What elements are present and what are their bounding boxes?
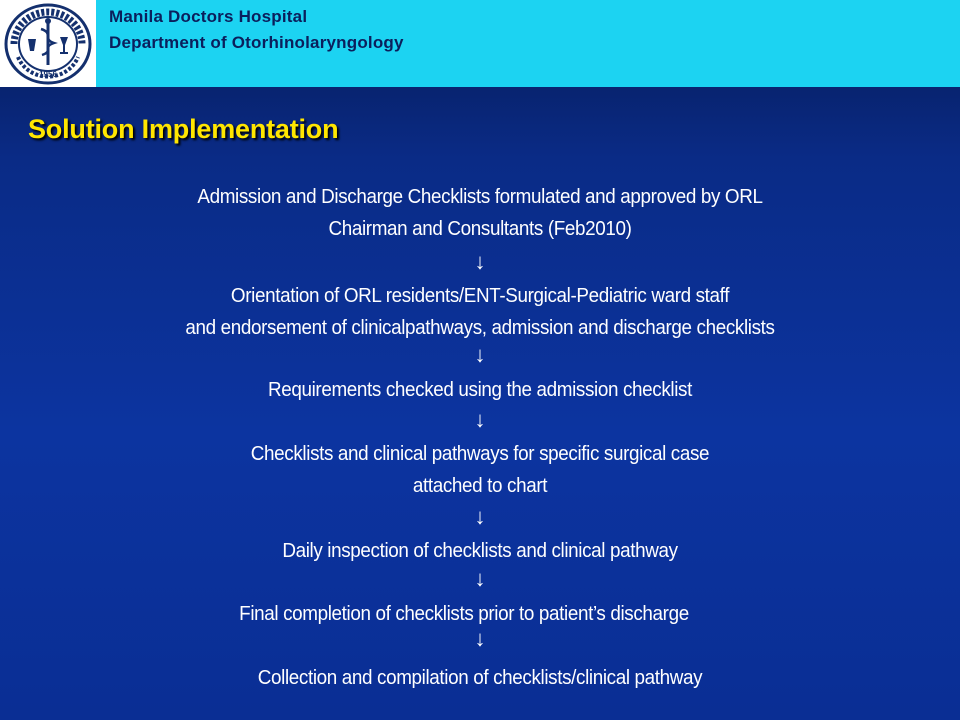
flow-step-5: Daily inspection of checklists and clini… <box>282 539 678 562</box>
flow-step-6: Final completion of checklists prior to … <box>239 602 689 625</box>
down-arrow-icon: ↓ <box>474 566 486 591</box>
flow-step-4-line-1: Checklists and clinical pathways for spe… <box>250 442 710 465</box>
flow-step-1-line-1: Admission and Discharge Checklists formu… <box>197 185 763 208</box>
slide-title: Solution Implementation <box>28 114 339 144</box>
down-arrow-icon: ↓ <box>474 504 486 529</box>
flow-step-4-line-2: attached to chart <box>412 474 548 497</box>
down-arrow-icon: ↓ <box>474 342 486 367</box>
department-name: Department of Otorhinolaryngology <box>109 33 404 52</box>
down-arrow-icon: ↓ <box>474 407 486 432</box>
hospital-seal-icon: 1956 <box>4 3 92 85</box>
flow-step-3: Requirements checked using the admission… <box>267 378 692 401</box>
flow-step-1-line-2: Chairman and Consultants (Feb2010) <box>328 217 632 240</box>
flow-step-2-line-1: Orientation of ORL residents/ENT-Surgica… <box>230 284 730 307</box>
hospital-logo: 1956 <box>0 0 96 87</box>
flow-step-2-line-2: and endorsement of clinicalpathways, adm… <box>185 316 775 339</box>
down-arrow-icon: ↓ <box>474 249 486 274</box>
hospital-name: Manila Doctors Hospital <box>109 7 308 26</box>
flow-step-7: Collection and compilation of checklists… <box>257 666 703 689</box>
down-arrow-icon: ↓ <box>474 626 486 651</box>
logo-year: 1956 <box>39 70 57 79</box>
header-bar: 1956 Manila Doctors Hospital Department … <box>0 0 960 87</box>
